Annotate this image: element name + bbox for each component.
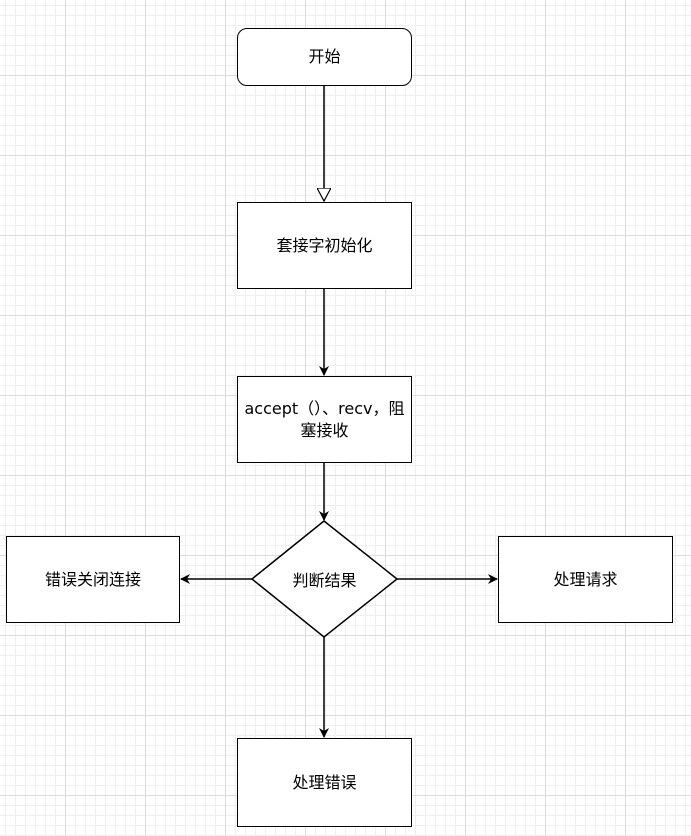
socket-init-node: 套接字初始化 <box>237 202 412 289</box>
accept-recv-node-label: accept（）、recv，阻塞接收 <box>244 398 405 440</box>
close-on-error-node-label: 错误关闭连接 <box>44 569 141 589</box>
start-node: 开始 <box>237 28 412 86</box>
start-node-label: 开始 <box>308 47 341 66</box>
judge-node-label: 判断结果 <box>292 571 357 590</box>
handle-error-node-label: 处理错误 <box>292 772 357 792</box>
handle-request-node-label: 处理请求 <box>553 569 618 589</box>
handle-request-node: 处理请求 <box>498 536 673 623</box>
handle-error-node: 处理错误 <box>237 738 412 827</box>
close-on-error-node: 错误关闭连接 <box>6 536 180 623</box>
judge-node-label-box: 判断结果 <box>252 521 397 637</box>
socket-init-node-label: 套接字初始化 <box>276 235 373 255</box>
accept-recv-node: accept（）、recv，阻塞接收 <box>237 376 412 463</box>
judge-decision-diamond <box>250 520 399 638</box>
